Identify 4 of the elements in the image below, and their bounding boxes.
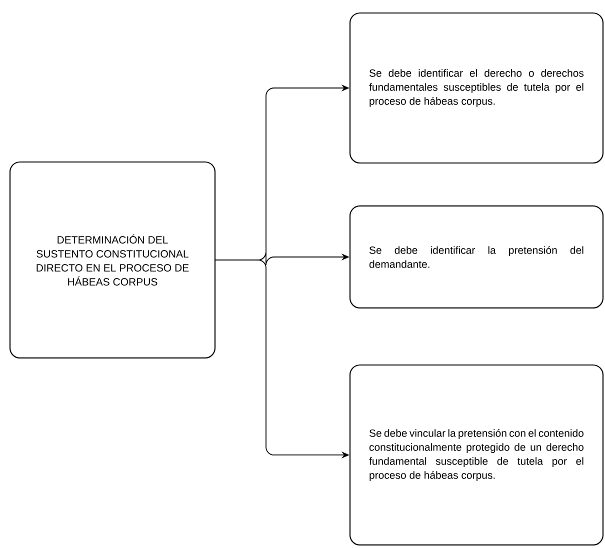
title-box: DETERMINACIÓN DEL SUSTENTO CONSTITUCIONAL DIRECTO EN EL PROCESO DE HÁBEAS CORPUS [9, 161, 216, 359]
step-box: Se debe identificar el derecho o derechos fundamentales susceptibles de tutela por el proceso de hábeas corpus. [349, 12, 604, 164]
step-box: Se debe vincular la pretensión con el contenido constitucionalmente protegido de un derecho fundamental susceptible de tutela por el proceso de hábeas corpus. [349, 364, 604, 546]
step-box: Se debe identificar la pretensión del demandante. [349, 205, 604, 309]
